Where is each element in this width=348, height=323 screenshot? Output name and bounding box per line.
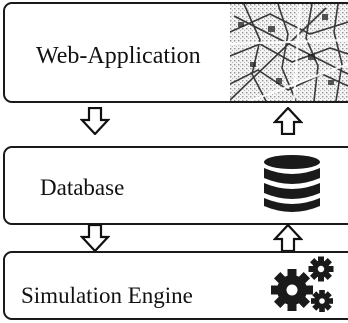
database-icon: [264, 155, 320, 212]
arrow-down-icon: [80, 107, 110, 135]
city-map-image: [230, 4, 348, 101]
web-application-label: Web-Application: [36, 43, 201, 69]
arrow-down-icon: [80, 224, 110, 252]
arrow-up-icon: [273, 224, 303, 252]
simulation-engine-label: Simulation Engine: [21, 283, 193, 308]
arrow-up-icon: [273, 107, 303, 135]
gears-icon: [271, 256, 334, 312]
database-label: Database: [40, 175, 125, 200]
